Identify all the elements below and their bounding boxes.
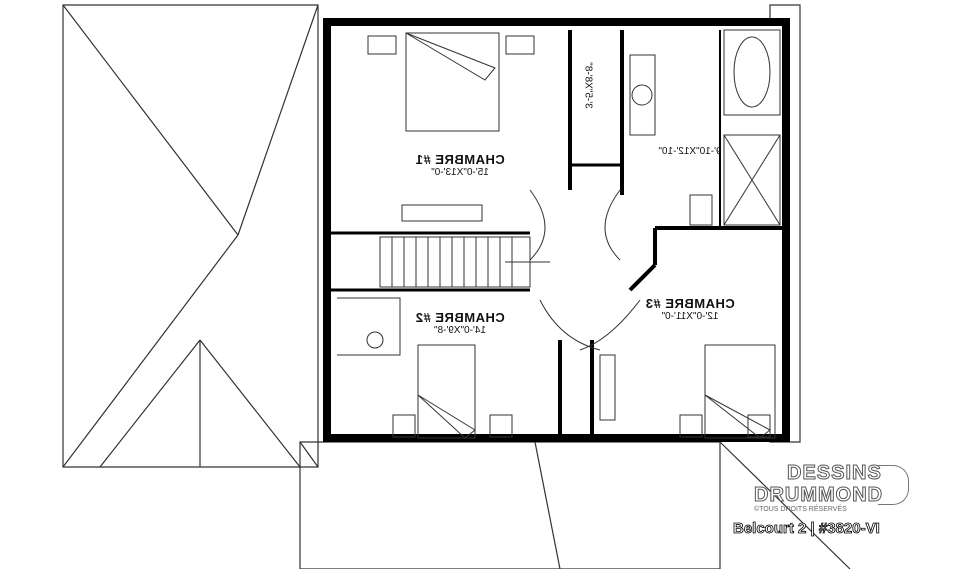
walls [323,18,790,442]
room-name-chambre-1: CHAMBRE #1 [415,152,505,167]
brand-line-1: DESSINS [787,462,882,485]
room-size-chambre-1: 15'-0"X13'-0" [431,167,489,178]
stairs [379,236,550,288]
brand-rights: ©TOUS DROITS RÉSERVÉS [754,506,847,513]
room-size-chambre-3: 12'-0"X11'-0" [661,311,719,322]
plan-caption: Belcourt 2 | #3820-VI [733,520,881,538]
brand-line-2: DRUMMOND [753,484,884,507]
room-name-chambre-2: CHAMBRE #2 [415,310,505,325]
room-name-chambre-3: CHAMBRE #3 [645,296,735,311]
brand-logo-icon [878,465,909,505]
furniture [337,29,781,439]
bathroom-size: 9'-10"X12'-10" [658,146,722,157]
closet-size: 3'-5"X8'-8" [582,62,594,109]
room-size-chambre-2: 14'-0"X9'-8" [433,325,487,336]
roof-outlines [62,4,851,569]
